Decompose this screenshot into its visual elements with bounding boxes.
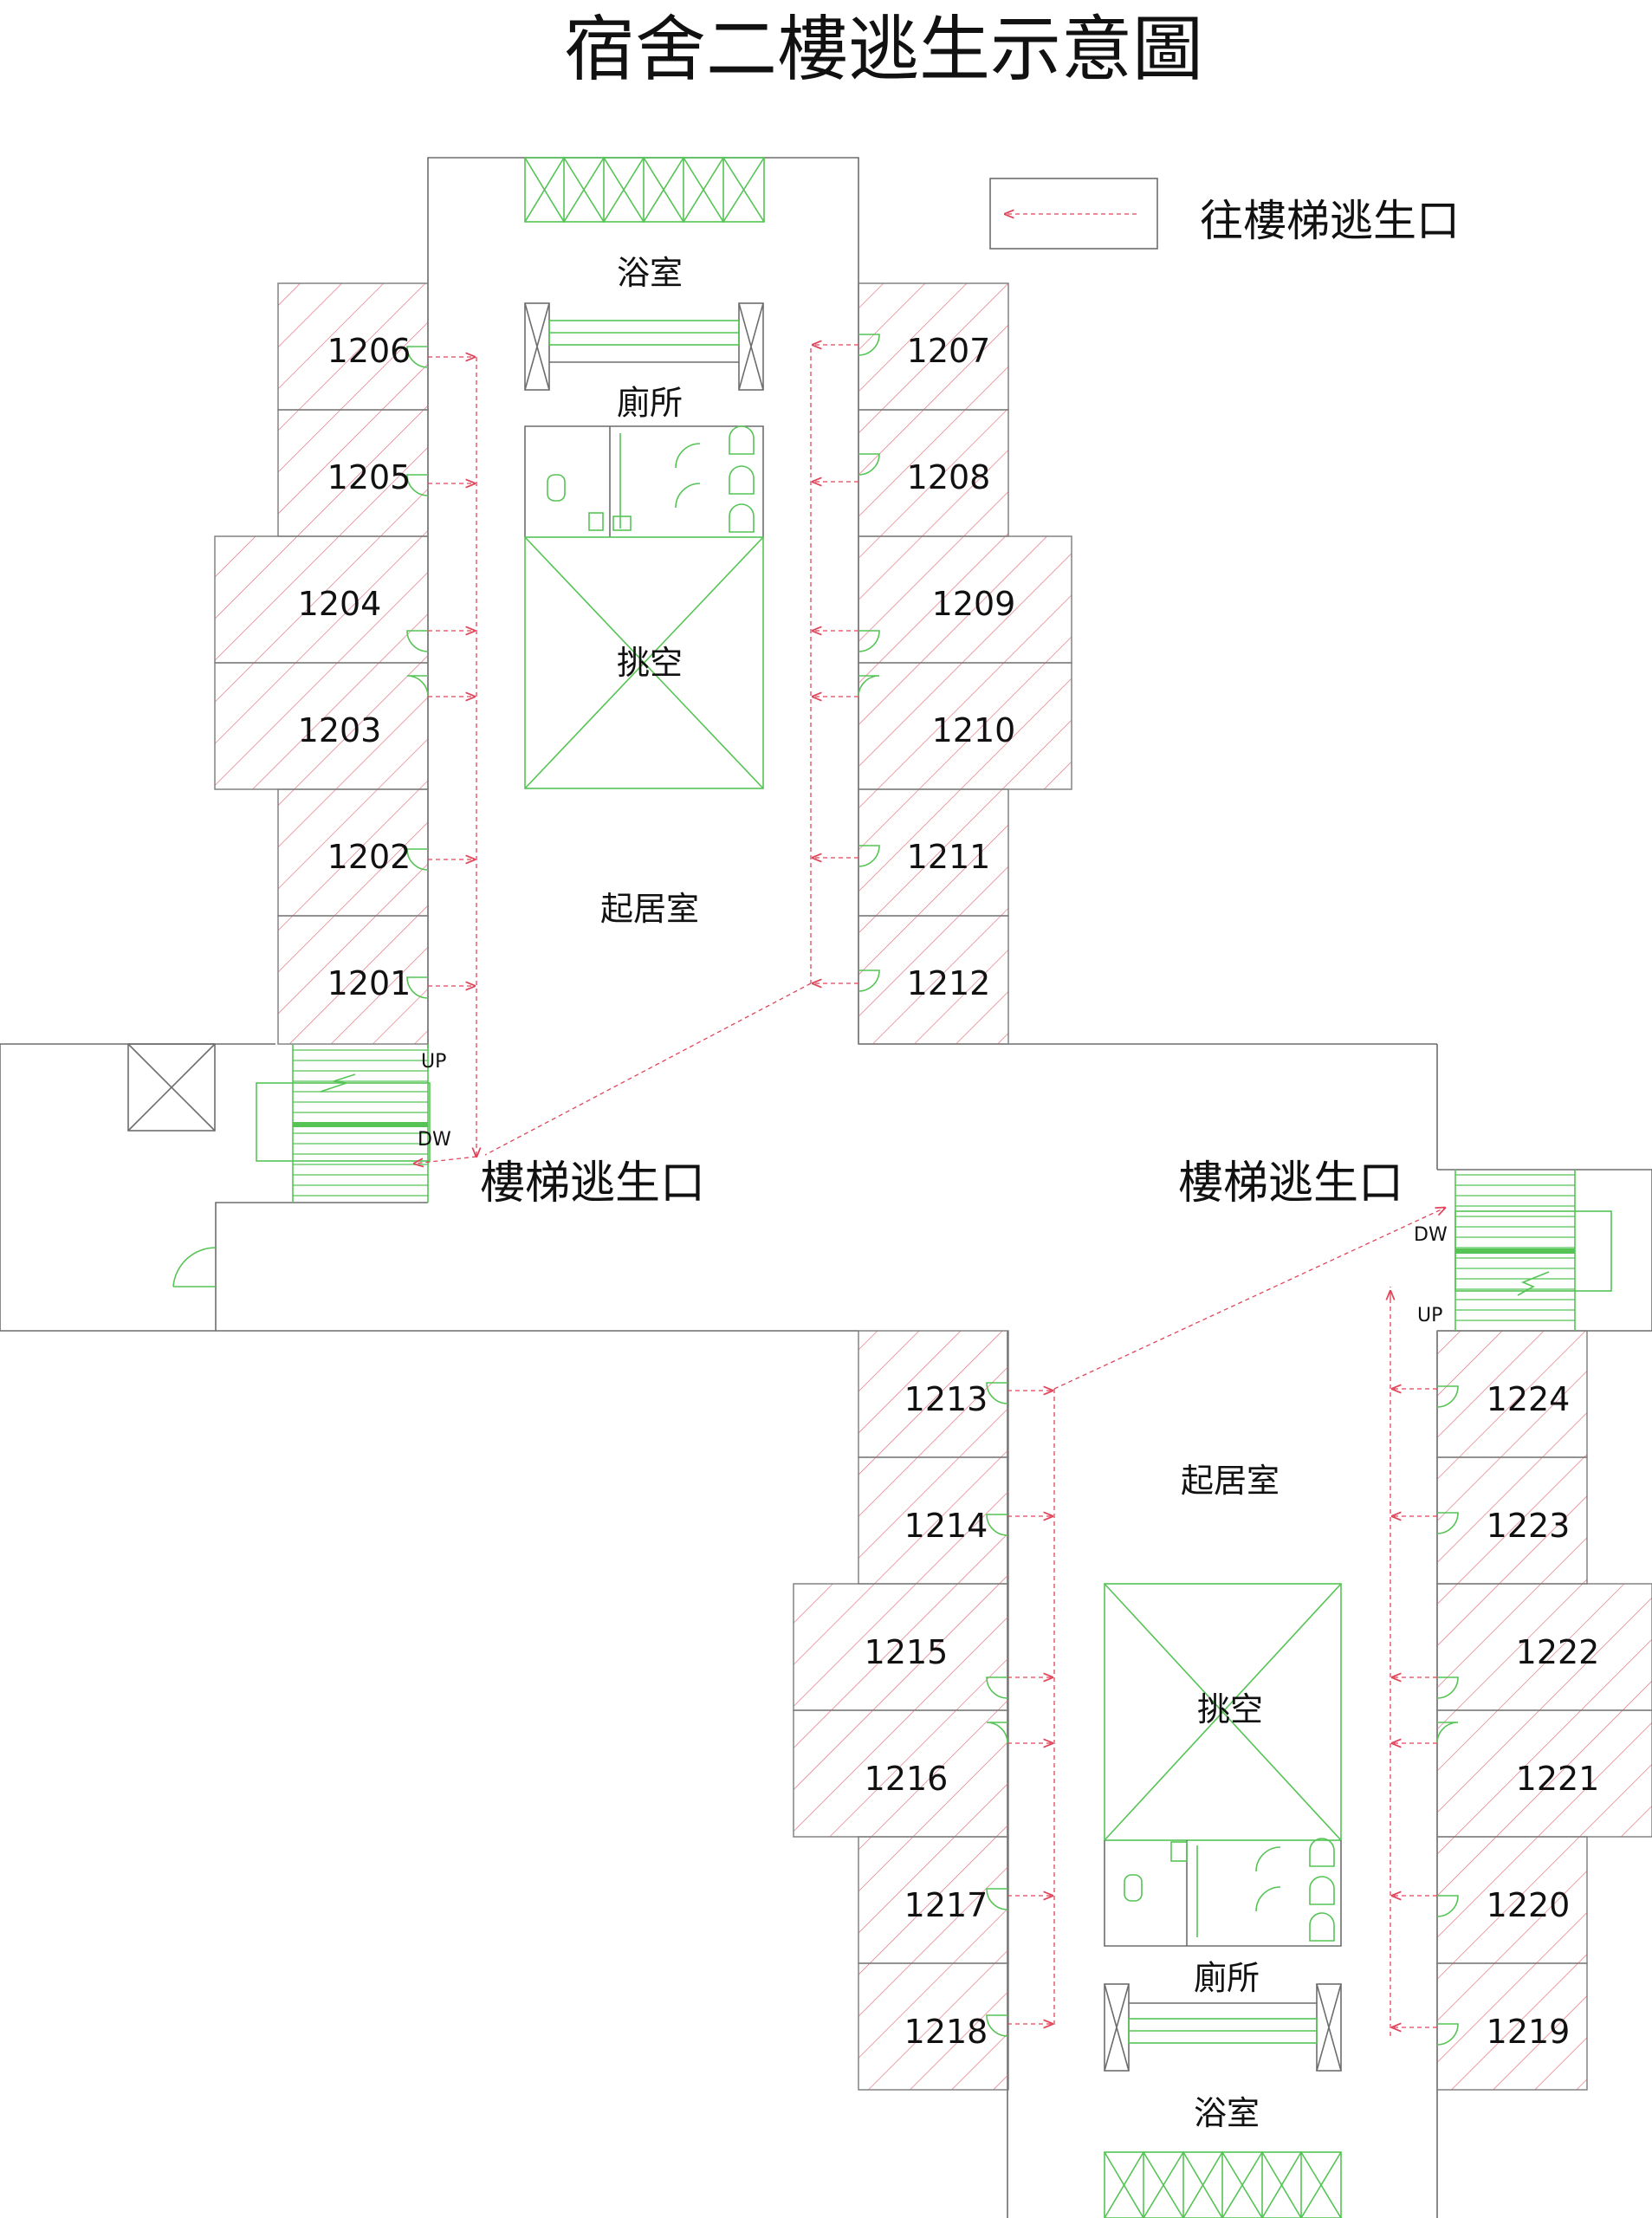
north-bath-label: 浴室 (617, 254, 683, 292)
rooms-south-left (793, 1330, 1009, 2091)
room-label-1224: 1224 (1487, 1380, 1571, 1418)
rooms-north-right (858, 282, 1072, 1045)
room-label-1204: 1204 (298, 585, 382, 623)
room-label-1214: 1214 (904, 1507, 988, 1545)
east-stair-exit-label: 樓梯逃生口 (1178, 1158, 1403, 1210)
south-bath-label: 浴室 (1194, 2094, 1260, 2132)
east-staircase (1454, 1170, 1612, 1331)
room-label-1207: 1207 (907, 332, 991, 370)
west-stair-down-label: DW (418, 1129, 451, 1151)
room-label-1223: 1223 (1487, 1507, 1571, 1545)
south-void-label: 挑空 (1197, 1690, 1263, 1728)
evacuation-routes (414, 345, 1445, 2036)
room-label-1215: 1215 (865, 1633, 949, 1671)
rooms-north-left (214, 282, 429, 1045)
room-label-1205: 1205 (327, 458, 411, 496)
room-label-1203: 1203 (298, 711, 382, 749)
room-doors (406, 334, 1459, 2046)
room-label-1201: 1201 (327, 964, 411, 1002)
rooms-south-right (1436, 1330, 1652, 2091)
room-label-1208: 1208 (907, 458, 991, 496)
room-label-1222: 1222 (1516, 1633, 1600, 1671)
room-label-1210: 1210 (932, 711, 1016, 749)
north-facilities (524, 156, 765, 789)
north-void-label: 挑空 (617, 644, 683, 682)
legend-label: 往樓梯逃生口 (1200, 196, 1460, 246)
south-facilities (1104, 1583, 1342, 2218)
north-lounge-label: 起居室 (600, 890, 699, 928)
building-walls (0, 157, 1652, 2218)
west-stair-up-label: UP (421, 1051, 446, 1073)
east-stair-down-label: DW (1414, 1224, 1448, 1246)
legend: 往樓梯逃生口 (989, 178, 1460, 250)
page-title: 宿舍二樓逃生示意圖 (564, 9, 1203, 91)
room-label-1211: 1211 (907, 838, 991, 876)
room-label-1202: 1202 (327, 838, 411, 876)
east-stair-up-label: UP (1417, 1305, 1442, 1326)
room-label-1206: 1206 (327, 332, 411, 370)
room-label-1216: 1216 (865, 1760, 949, 1798)
west-stair-exit-label: 樓梯逃生口 (480, 1158, 705, 1210)
room-label-1221: 1221 (1516, 1760, 1600, 1798)
room-label-1212: 1212 (907, 964, 991, 1002)
room-label-1220: 1220 (1487, 1886, 1571, 1924)
room-label-1213: 1213 (904, 1380, 988, 1418)
room-label-1209: 1209 (932, 585, 1016, 623)
room-label-1218: 1218 (904, 2013, 988, 2051)
north-toilet-label: 廁所 (617, 384, 683, 422)
room-label-1219: 1219 (1487, 2013, 1571, 2051)
room-labels: 1206 1205 1204 1203 1202 1201 1207 1208 … (298, 332, 1600, 2051)
west-staircase (256, 1044, 431, 1203)
south-toilet-label: 廁所 (1194, 1959, 1260, 1997)
south-lounge-label: 起居室 (1181, 1462, 1279, 1500)
west-door (172, 1247, 217, 1287)
room-label-1217: 1217 (904, 1886, 988, 1924)
